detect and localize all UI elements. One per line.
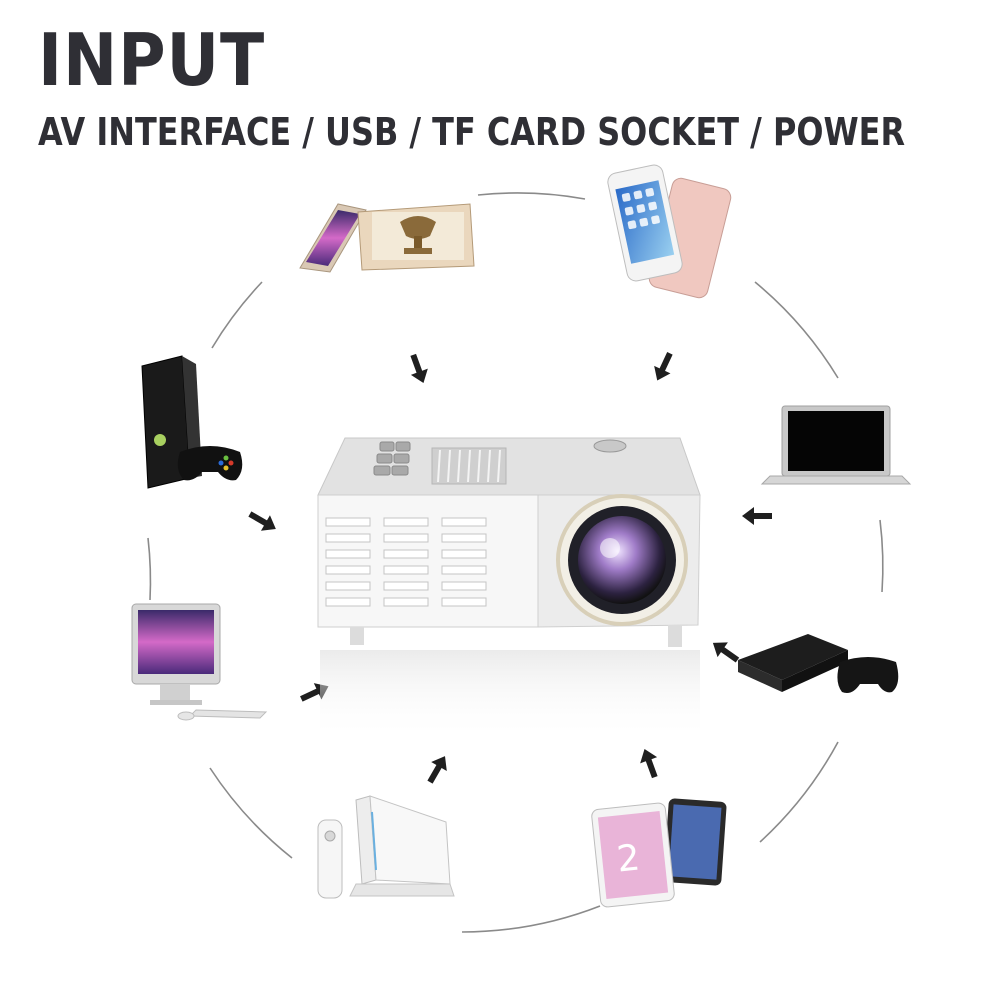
- arc-segment: [211, 281, 263, 349]
- arrow-icon: [712, 642, 740, 663]
- arrow-icon: [410, 353, 428, 384]
- arc-segment: [759, 741, 839, 843]
- arc-segment: [147, 537, 152, 601]
- playstation-console-icon: [738, 634, 899, 693]
- arrow-icon: [248, 511, 276, 531]
- arc-segment: [754, 281, 839, 379]
- arrows: [248, 352, 772, 784]
- desktop-computer-icon: [131, 603, 268, 721]
- arc-segment: [477, 192, 586, 200]
- digital-photo-frame-icon: [299, 203, 475, 273]
- arrow-icon: [654, 352, 673, 381]
- circle-arcs: [147, 192, 884, 933]
- tablet-icon: 2: [591, 798, 727, 908]
- arrow-icon: [427, 756, 447, 784]
- tablet-screen-digit: 2: [615, 837, 642, 880]
- arc-segment: [879, 519, 884, 593]
- arrow-icon: [742, 507, 772, 525]
- projector-icon: [317, 437, 701, 740]
- arc-segment: [461, 905, 601, 933]
- smartphone-icon: [607, 164, 732, 299]
- arrow-icon: [640, 748, 658, 779]
- projector-reflection: [320, 650, 700, 740]
- page-subtitle: AV INTERFACE / USB / TF CARD SOCKET / PO…: [38, 110, 906, 154]
- page-title: INPUT: [38, 18, 266, 102]
- game-console-icon: [141, 355, 243, 489]
- arc-segment: [209, 767, 293, 859]
- wii-console-icon: [317, 795, 455, 899]
- laptop-icon: [760, 405, 912, 485]
